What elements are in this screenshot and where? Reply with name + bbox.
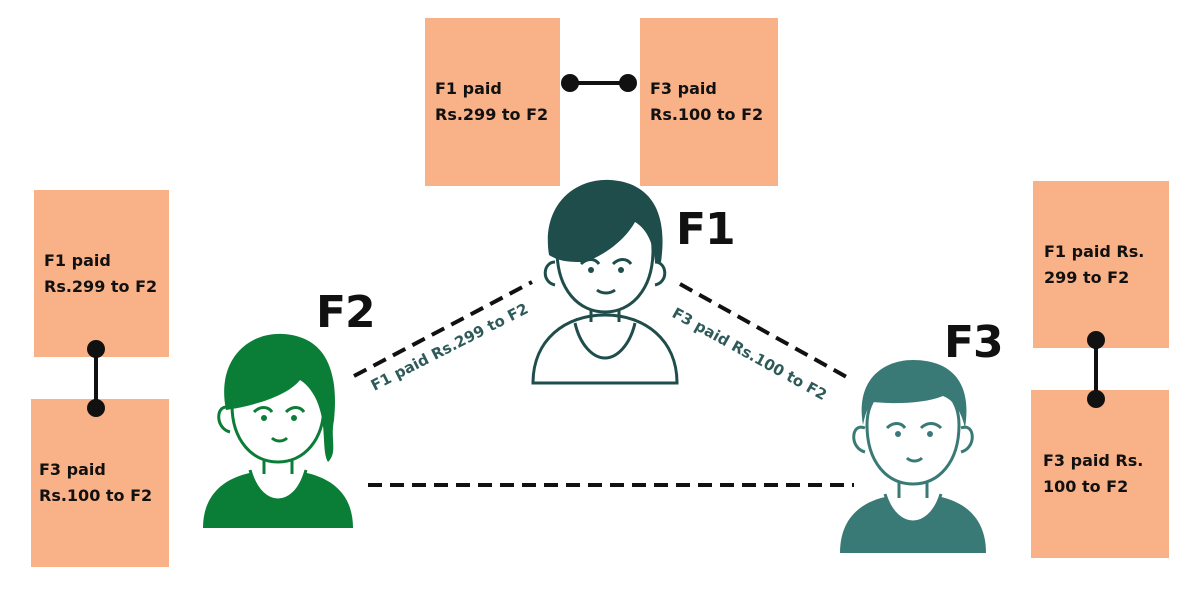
connector-right bbox=[1087, 331, 1105, 408]
avatar-f3 bbox=[840, 360, 986, 553]
label-f3: F3 bbox=[944, 317, 1004, 368]
note-right-bottom: F3 paid Rs. 100 to F2 bbox=[1031, 390, 1169, 558]
note-line: F1 paid bbox=[44, 250, 111, 270]
note-left-top: F1 paid Rs.299 to F2 bbox=[34, 190, 169, 357]
note-line: F3 paid bbox=[39, 460, 106, 479]
label-f1: F1 bbox=[676, 204, 736, 255]
note-line: F3 paid bbox=[650, 79, 717, 98]
connector-left bbox=[87, 340, 105, 417]
note-line: 100 to F2 bbox=[1043, 477, 1129, 496]
note-line: Rs.100 to F2 bbox=[650, 105, 764, 124]
avatar-f1 bbox=[531, 179, 679, 385]
note-line: F1 paid Rs. bbox=[1044, 241, 1145, 261]
connector-top bbox=[561, 74, 637, 92]
dashed-line-f2-f1 bbox=[353, 280, 533, 378]
note-line: 299 to F2 bbox=[1044, 267, 1130, 287]
note-top-right: F3 paid Rs.100 to F2 bbox=[640, 18, 778, 186]
avatar-f2 bbox=[203, 333, 353, 528]
note-left-bottom: F3 paid Rs.100 to F2 bbox=[31, 399, 169, 567]
note-line: Rs.299 to F2 bbox=[435, 105, 549, 124]
note-right-top: F1 paid Rs. 299 to F2 bbox=[1033, 181, 1169, 348]
label-f2: F2 bbox=[316, 287, 376, 338]
note-line: F3 paid Rs. bbox=[1043, 451, 1144, 470]
note-top-left: F1 paid Rs.299 to F2 bbox=[425, 18, 560, 186]
dashed-line-f1-f3 bbox=[679, 282, 853, 382]
note-line: F1 paid bbox=[435, 79, 502, 98]
note-line: Rs.100 to F2 bbox=[39, 486, 153, 505]
note-line: Rs.299 to F2 bbox=[44, 276, 158, 296]
